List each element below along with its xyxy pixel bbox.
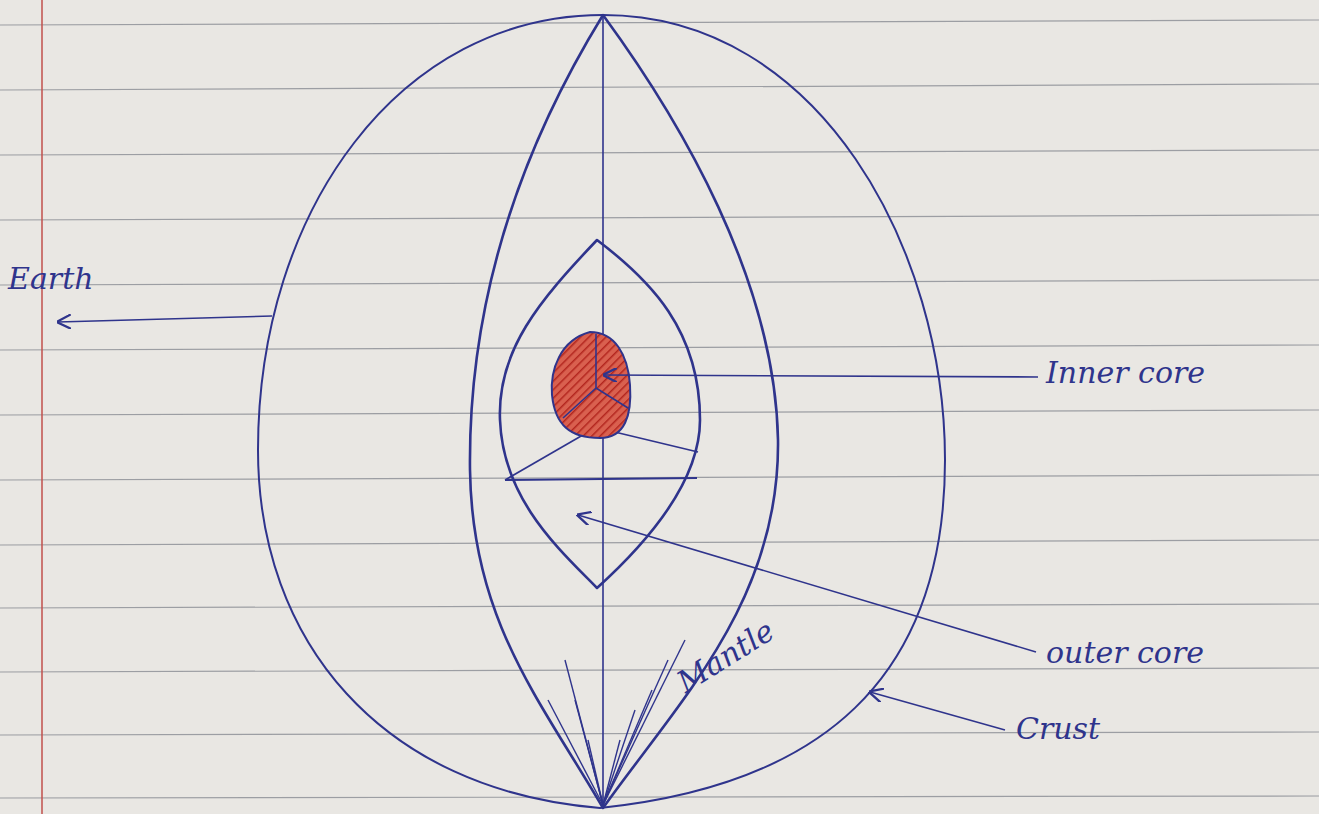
core-line: [595, 334, 597, 388]
section-line: [505, 478, 697, 480]
hatch-line: [575, 700, 603, 805]
leader-line: [870, 692, 1005, 730]
ruled-line: [0, 604, 1319, 608]
hatch-line: [548, 700, 603, 805]
hatch-line: [603, 710, 635, 805]
hatch-line: [603, 660, 668, 805]
ruled-line: [0, 345, 1319, 350]
part-label: outer core: [1046, 636, 1204, 669]
ruled-line: [0, 540, 1319, 545]
hatch-line: [565, 660, 603, 805]
hatch-line: [588, 740, 603, 805]
ruled-line: [0, 475, 1319, 480]
leader-line: [58, 316, 272, 322]
ruled-lines: [0, 20, 1319, 798]
ruled-line: [0, 410, 1319, 415]
leader-line: [578, 515, 1036, 652]
ruled-line: [0, 84, 1319, 90]
ruled-line: [0, 215, 1319, 220]
earth-drawing: [58, 15, 1038, 808]
part-label: Inner core: [1046, 356, 1205, 389]
part-label: Crust: [1016, 712, 1100, 745]
margin-line: [41, 0, 43, 814]
ruled-line: [0, 280, 1319, 285]
hatch-line: [603, 640, 685, 805]
mantle-outline: [470, 15, 778, 808]
ruled-line: [0, 150, 1319, 155]
ruled-line: [0, 796, 1319, 798]
crust-outline: [258, 15, 945, 808]
leader-line: [604, 375, 1038, 377]
core-line: [563, 388, 596, 418]
core-line: [596, 388, 628, 408]
part-label: Earth: [8, 262, 94, 295]
outer-core-outline: [500, 240, 700, 588]
region-label: Mantle: [671, 614, 780, 699]
inner-core-shape: [552, 332, 631, 438]
mantle-hatching: [548, 640, 685, 805]
